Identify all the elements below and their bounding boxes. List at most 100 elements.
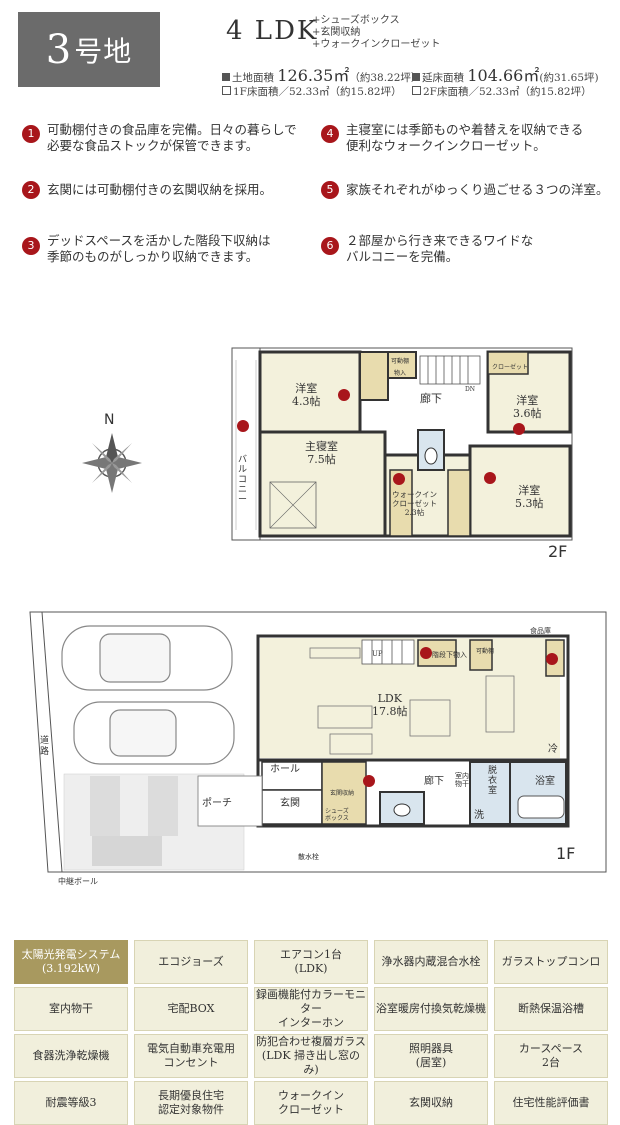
extra-item: +シューズボックス: [312, 15, 400, 26]
equipment-label: エコジョーズ: [158, 955, 224, 968]
genkan-storage-label: 玄関収納: [330, 790, 355, 797]
equipment-label: インターホン: [278, 1016, 344, 1029]
car-icon: [73, 701, 235, 765]
equipment-label: 防犯合わせ複層ガラス: [256, 1035, 366, 1048]
equipment-label: (3.192kW): [41, 962, 101, 975]
room-bath: 浴室: [535, 776, 555, 787]
equipment-item: 浄水器内蔵混合水栓: [374, 940, 488, 984]
equipment-item: 防犯合わせ複層ガラス(LDK 掃き出し窓のみ): [254, 1034, 368, 1078]
feature-number: 3: [22, 237, 40, 255]
floor-area-value: 104.66㎡: [467, 66, 540, 85]
layout-extras: +シューズボックス +玄関収納 +ウォークインクローゼット: [312, 15, 440, 51]
equipment-item: 食器洗浄乾燥機: [14, 1034, 128, 1078]
feature-number: 2: [22, 181, 40, 199]
feature-text: 家族それぞれがゆっくり過ごせる３つの洋室。: [346, 182, 609, 197]
relay-pole-label: 中継ボール: [58, 877, 98, 886]
equipment-label: 玄関収納: [409, 1096, 453, 1109]
down-label: DN: [465, 386, 476, 393]
indoor-drying: 室内物干: [455, 772, 469, 788]
room-genkan: 玄関: [280, 798, 300, 809]
equipment-item: エアコン1台(LDK): [254, 940, 368, 984]
feature-text: デッドスペースを活かした階段下収納は季節のものがしっかり収納できます。: [47, 233, 271, 264]
plan-markers: [237, 389, 558, 787]
lot-number: 3: [45, 26, 73, 73]
room-corridor: 廊下: [424, 776, 444, 787]
floor-2-label: 2F: [548, 542, 568, 561]
floor-1-plan: [29, 611, 607, 873]
equipment-item: 電気自動車充電用コンセント: [134, 1034, 248, 1078]
equipment-label: 太陽光発電システム: [21, 948, 121, 961]
room-datsui: 脱衣室: [488, 766, 498, 796]
filled-square-icon: [222, 73, 230, 81]
feature-text: 可動棚付きの食品庫を完備。日々の暮らしで必要な食品ストックが保管できます。: [47, 122, 297, 153]
equipment-label: (LDK 掃き出し窓のみ): [261, 1049, 361, 1076]
equipment-label: 録画機能付カラーモニター: [256, 988, 366, 1015]
equipment-label: カースペース: [518, 1042, 584, 1055]
hall-2f: 廊下: [420, 392, 442, 405]
feature-text: 玄関には可動棚付きの玄関収納を採用。: [47, 182, 273, 197]
equipment-label: 室内物干: [49, 1002, 93, 1015]
equipment-item: ガラストップコンロ: [494, 940, 608, 984]
sprinkler-label: 散水栓: [298, 853, 319, 861]
movable-shelf-label: 可動棚: [476, 648, 495, 655]
equipment-item: 耐震等級3: [14, 1081, 128, 1125]
compass-rose-icon: [82, 433, 142, 493]
shoes-box-label: シューズボックス: [325, 808, 349, 822]
room-hall: ホール: [270, 764, 300, 775]
lot-suffix: 号地: [74, 34, 133, 68]
land-area: 土地面積 126.35㎡（約38.22坪）: [222, 62, 421, 86]
equipment-label: エアコン1台: [280, 948, 342, 961]
equipment-item: 照明器具(居室): [374, 1034, 488, 1078]
land-area-value: 126.35㎡: [277, 66, 350, 85]
equipment-label: 住宅性能評価書: [512, 1096, 590, 1109]
equipment-item: 太陽光発電システム(3.192kW): [14, 940, 128, 984]
extra-item: +玄関収納: [312, 27, 361, 38]
open-square-icon: [412, 86, 421, 95]
extra-item: +ウォークインクローゼット: [312, 39, 441, 50]
equipment-label: (居室): [415, 1056, 447, 1069]
equipment-label: 耐震等級3: [45, 1096, 97, 1109]
feature-text: 主寝室には季節ものや着替えを収納できる便利なウォークインクローゼット。: [346, 122, 584, 153]
equipment-item: 住宅性能評価書: [494, 1081, 608, 1125]
stair-storage-label: 階段下物入: [432, 651, 467, 659]
balcony: バルコニー: [238, 455, 248, 505]
equipment-item: 玄関収納: [374, 1081, 488, 1125]
floor-1-label: 1F: [556, 844, 576, 863]
equipment-item: 断熱保温浴槽: [494, 987, 608, 1031]
equipment-label: 浴室暖房付換気乾燥機: [376, 1002, 486, 1015]
road-label: 道路: [40, 736, 50, 757]
feature-number: 6: [321, 237, 339, 255]
equipment-label: 認定対象物件: [158, 1103, 224, 1116]
equipment-label: コンセント: [163, 1056, 219, 1069]
second-floor-area: 2F床面積／52.33㎡（約15.82坪）: [412, 84, 592, 99]
equipment-label: クローゼット: [278, 1103, 344, 1116]
washer: 洗: [474, 810, 484, 821]
equipment-item: 長期優良住宅認定対象物件: [134, 1081, 248, 1125]
porch: ポーチ: [202, 798, 232, 809]
first-floor-area: 1F床面積／52.33㎡（約15.82坪）: [222, 84, 402, 99]
feature-number: 4: [321, 125, 339, 143]
equipment-label: 宅配BOX: [167, 1002, 215, 1015]
car-icon: [61, 625, 233, 691]
equipment-item: 録画機能付カラーモニターインターホン: [254, 987, 368, 1031]
open-square-icon: [222, 86, 231, 95]
feature-number: 1: [22, 125, 40, 143]
equipment-label: 食器洗浄乾燥機: [32, 1049, 110, 1062]
equipment-label: ガラストップコンロ: [501, 955, 601, 968]
equipment-label: 断熱保温浴槽: [518, 1002, 584, 1015]
compass-north: N: [104, 412, 115, 428]
floor-area: 延床面積 104.66㎡(約31.65坪): [412, 62, 599, 86]
equipment-item: 宅配BOX: [134, 987, 248, 1031]
equipment-label: 2台: [541, 1056, 560, 1069]
equipment-item: ウォークインクローゼット: [254, 1081, 368, 1125]
equipment-label: (LDK): [294, 962, 328, 975]
layout-type: 4 LDK: [226, 16, 319, 46]
floor-plan-drawing: [29, 347, 607, 873]
equipment-item: 浴室暖房付換気乾燥機: [374, 987, 488, 1031]
storage-label: 物入: [394, 370, 407, 377]
